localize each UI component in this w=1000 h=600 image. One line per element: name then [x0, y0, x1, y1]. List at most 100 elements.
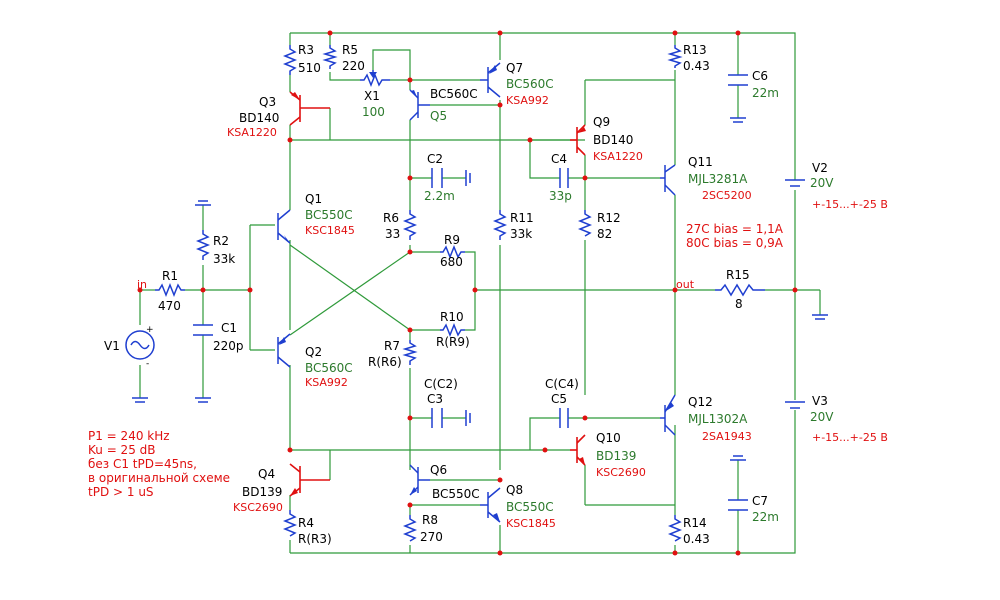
transistor-q11 [660, 164, 676, 196]
label-v2-value: 20V [810, 176, 834, 190]
battery-v3 [785, 401, 805, 409]
label-q9-model: BD140 [593, 133, 633, 147]
note-line-4: в оригинальной схеме [88, 471, 230, 485]
label-r4-name: R4 [298, 516, 314, 530]
label-q1-name: Q1 [305, 192, 322, 206]
resistor-r15 [715, 283, 765, 297]
note-line-5: tPD > 1 uS [88, 485, 154, 499]
resistor-r10 [440, 322, 465, 338]
capacitor-c5 [559, 408, 569, 428]
label-q4-model: BD139 [242, 485, 282, 499]
label-r2-value: 33k [213, 252, 235, 266]
note-line-3: без C1 tPD=45ns, [88, 457, 197, 471]
label-q6-model: BC550C [432, 487, 480, 501]
resistor-r12 [577, 210, 593, 237]
label-q2-alt: KSA992 [305, 376, 348, 389]
resistor-r13 [667, 45, 683, 68]
label-c7-value: 22m [752, 510, 779, 524]
label-r5-value: 220 [342, 59, 365, 73]
label-c1-value: 220p [213, 339, 244, 353]
transistor-q4 [289, 463, 330, 497]
capacitor-c4 [559, 168, 569, 188]
label-q8-alt: KSC1845 [506, 517, 556, 530]
resistor-r2 [195, 230, 211, 260]
label-q10-model: BD139 [596, 449, 636, 463]
label-q1-alt: KSC1845 [305, 224, 355, 237]
battery-v2 [785, 179, 805, 187]
label-x1-name: X1 [364, 89, 380, 103]
resistor-r5 [322, 45, 338, 69]
capacitor-c1 [193, 324, 213, 336]
design-notes: P1 = 240 kHz Ku = 25 dB без C1 tPD=45ns,… [88, 429, 230, 499]
label-x1-value: 100 [362, 105, 385, 119]
label-v3-value: 20V [810, 410, 834, 424]
label-r9-name: R9 [444, 233, 460, 247]
label-r15-name: R15 [726, 268, 750, 282]
resistor-r3 [282, 45, 298, 75]
note-line-1: P1 = 240 kHz [88, 429, 170, 443]
label-q3-alt: KSA1220 [227, 126, 277, 139]
label-r2-name: R2 [213, 234, 229, 248]
transistor-q9 [570, 124, 586, 156]
transistor-q7 [480, 62, 501, 98]
label-c4-name: C4 [551, 152, 567, 166]
label-r15-value: 8 [735, 297, 743, 311]
label-q1-model: BC550C [305, 208, 353, 222]
label-r8-value: 270 [420, 530, 443, 544]
label-r1-name: R1 [162, 269, 178, 283]
resistor-r14 [667, 515, 683, 542]
label-r12-name: R12 [597, 211, 621, 225]
label-r11-value: 33k [510, 227, 532, 241]
label-c6-name: C6 [752, 69, 768, 83]
grounds [132, 200, 828, 403]
label-q11-alt: 2SC5200 [702, 189, 752, 202]
label-r10-name: R10 [440, 310, 464, 324]
transistor-q3 [289, 91, 330, 126]
label-r12-value: 82 [597, 227, 612, 241]
label-r11-name: R11 [510, 211, 534, 225]
resistor-r11 [492, 210, 508, 240]
label-c1-name: C1 [221, 321, 237, 335]
label-c2-name: C2 [427, 152, 443, 166]
label-v2-note: +-15...+-25 В [812, 198, 888, 211]
resistor-r8 [402, 515, 418, 542]
label-q8-model: BC550C [506, 500, 554, 514]
label-r8-name: R8 [422, 513, 438, 527]
net-label-in: in [137, 278, 147, 291]
transistor-q2 [277, 333, 291, 368]
label-v3-note: +-15...+-25 В [812, 431, 888, 444]
label-v2-name: V2 [812, 161, 828, 175]
label-c4-value: 33p [549, 189, 572, 203]
label-c3-name: C3 [427, 392, 443, 406]
label-r14-value: 0.43 [683, 532, 710, 546]
label-r14-name: R14 [683, 516, 707, 530]
note-line-2: Ku = 25 dB [88, 443, 156, 457]
source-v1: + - [125, 325, 155, 369]
label-r3-name: R3 [298, 43, 314, 57]
label-q10-name: Q10 [596, 431, 621, 445]
label-c5-value: C(C4) [545, 377, 579, 391]
label-r6-name: R6 [383, 211, 399, 225]
label-q9-alt: KSA1220 [593, 150, 643, 163]
label-q4-name: Q4 [258, 467, 275, 481]
transistor-q12 [660, 394, 676, 436]
transistor-q5 [409, 89, 430, 121]
label-q8-name: Q8 [506, 483, 523, 497]
capacitor-c7 [728, 455, 748, 511]
label-r7-value: R(R6) [368, 355, 402, 369]
transistor-q8 [480, 487, 501, 523]
label-q2-name: Q2 [305, 345, 322, 359]
resistor-r7 [402, 340, 418, 365]
label-r5-name: R5 [342, 43, 358, 57]
label-v3-name: V3 [812, 394, 828, 408]
label-c3-value: C(C2) [424, 377, 458, 391]
label-q11-name: Q11 [688, 155, 713, 169]
transistors [277, 62, 676, 523]
label-r7-name: R7 [384, 339, 400, 353]
label-q12-model: MJL1302A [688, 412, 748, 426]
label-c6-value: 22m [752, 86, 779, 100]
label-c2-value: 2.2m [424, 189, 455, 203]
capacitor-c2 [431, 168, 471, 188]
label-q6-name: Q6 [430, 463, 447, 477]
label-q7-alt: KSA992 [506, 94, 549, 107]
